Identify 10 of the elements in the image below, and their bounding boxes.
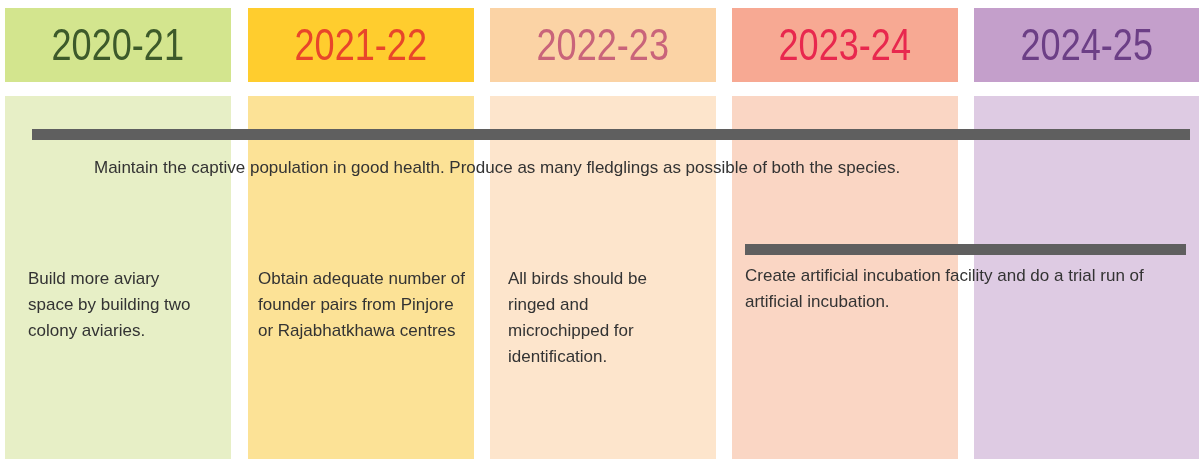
task-text: Obtain adequate number of founder pairs from Pinjore or Rajabhatkhawa centres — [258, 268, 466, 342]
task-text: Maintain the captive population in good health. Produce as many fledglings as possible of both the species. — [94, 157, 902, 179]
year-header: 2020-21 — [5, 8, 231, 82]
task-text: All birds should be ringed and microchipped for identification. — [508, 268, 648, 368]
task-text: Create artificial incubation facility and do a trial run of artificial incubation. — [745, 265, 1145, 313]
year-header: 2021-22 — [248, 8, 474, 82]
year-header: 2024-25 — [974, 8, 1199, 82]
task-text: Build more aviary space by building two colony aviaries. — [28, 268, 192, 342]
year-header: 2023-24 — [732, 8, 958, 82]
year-header: 2022-23 — [490, 8, 716, 82]
